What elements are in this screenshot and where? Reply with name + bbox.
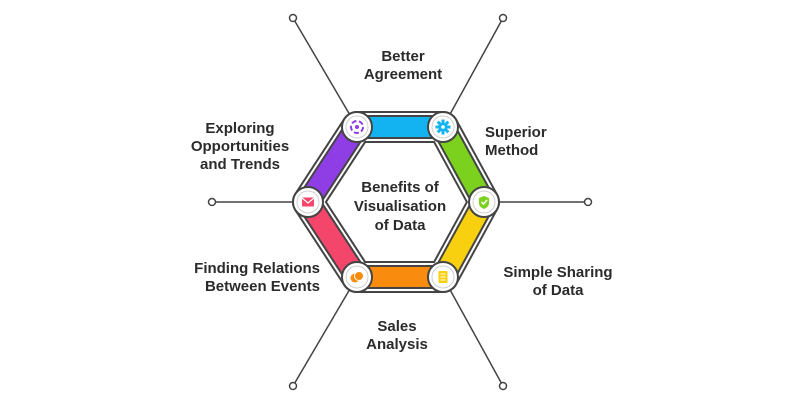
spoke-end-dot — [288, 13, 298, 23]
spoke-end-dot — [498, 381, 508, 391]
label-finding-relations: Finding Relations Between Events — [194, 260, 320, 295]
diagram-title: Benefits of Visualisation of Data — [353, 179, 447, 234]
shield-check-icon — [468, 186, 500, 218]
gear-icon — [427, 111, 459, 143]
coin-front — [354, 271, 364, 281]
label-sales-analysis: Sales Analysis — [366, 318, 428, 353]
spoke-line — [292, 276, 358, 387]
spoke-end-dot — [498, 13, 508, 23]
document-icon — [427, 261, 459, 293]
target-ring — [350, 120, 364, 134]
spoke-line — [292, 17, 358, 128]
spoke-end-dot — [288, 381, 298, 391]
target-center — [355, 125, 359, 129]
gear-hole — [441, 125, 445, 129]
spoke-end-dot — [583, 197, 593, 207]
label-simple-sharing: Simple Sharing of Data — [503, 264, 613, 299]
mail-icon — [292, 186, 324, 218]
spoke-end-dot — [207, 197, 217, 207]
check-mark — [480, 199, 488, 206]
label-better-agreement: Better Agreement — [363, 48, 443, 83]
mail-flap — [301, 197, 315, 204]
label-exploring-opportunities: Exploring Opportunities and Trends — [190, 120, 290, 173]
gear-tooth — [446, 125, 451, 129]
spoke-line — [442, 276, 504, 387]
target-icon — [341, 111, 373, 143]
gear-tooth — [441, 119, 445, 124]
coins-icon — [341, 261, 373, 293]
gear-tooth — [435, 125, 440, 129]
gear-tooth — [441, 130, 445, 135]
spoke-line — [442, 17, 504, 128]
label-superior-method: Superior Method — [485, 124, 547, 159]
